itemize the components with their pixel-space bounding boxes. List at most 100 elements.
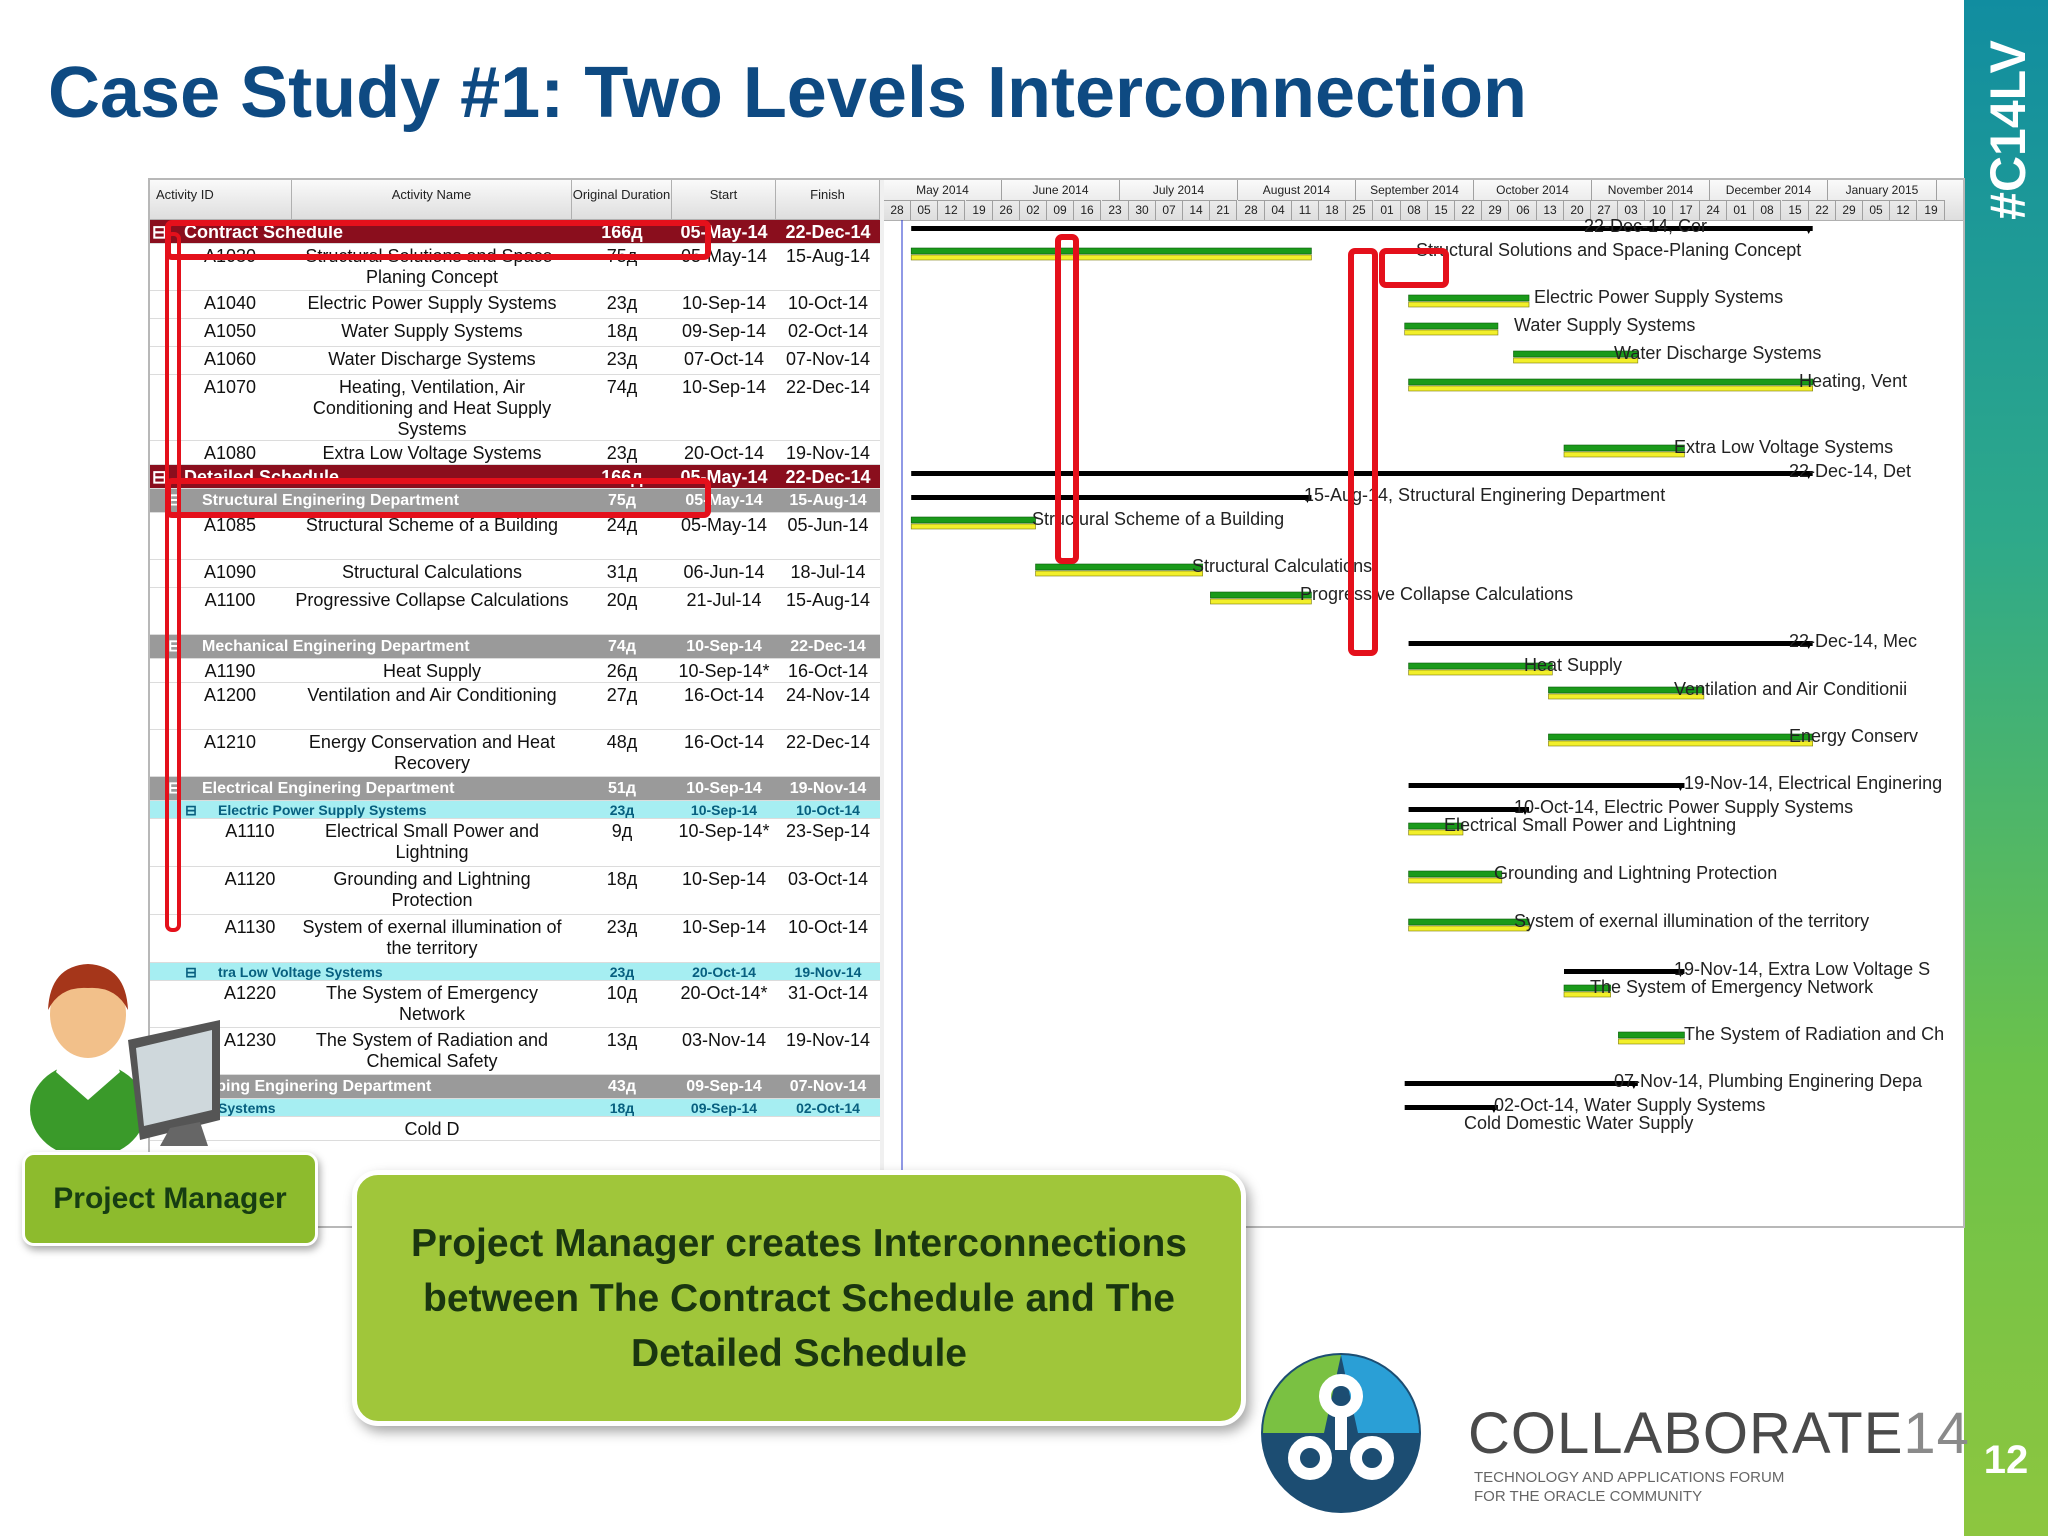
activity-finish: 07-Nov-14 [789, 1078, 867, 1095]
activity-row[interactable]: Cold D [150, 1117, 880, 1141]
activity-duration: 18д [606, 869, 638, 889]
activity-finish: 15-Aug-14 [789, 492, 867, 509]
activity-name: Mechanical Enginering Department [202, 638, 470, 655]
activity-id: A1070 [203, 377, 257, 397]
activity-duration: 13д [606, 1030, 638, 1050]
timescale-week: 14 [1183, 200, 1210, 220]
activity-duration: 23д [609, 964, 635, 980]
activity-bar [1513, 357, 1639, 364]
activity-start: 20-Oct-14 [683, 443, 765, 463]
collapse-toggle-icon[interactable]: ⊟ [185, 802, 197, 818]
schedule-screenshot: Activity ID Activity Name Original Durat… [148, 178, 1965, 1228]
activity-start: 06-Jun-14 [683, 562, 765, 582]
activity-id: A1230 [223, 1030, 277, 1050]
timescale-month: January 2015 [1828, 180, 1937, 200]
baseline-bar [1210, 591, 1312, 599]
activity-name: Extra Low Voltage Systems [322, 443, 542, 463]
page-number: 12 [1983, 1438, 2029, 1482]
timescale-week: 01 [1727, 200, 1754, 220]
col-activity-name[interactable]: Activity Name [292, 180, 572, 220]
activity-finish: 02-Oct-14 [787, 321, 869, 341]
activity-bar [1408, 877, 1503, 884]
brand-sidebar [1964, 0, 2048, 1536]
activity-id: A1130 [224, 917, 276, 937]
activity-bar [1563, 451, 1685, 458]
timescale-week: 03 [1618, 200, 1645, 220]
activity-name: The System of Emergency Network [325, 983, 539, 1024]
gantt-bar-label: Electric Power Supply Systems [1534, 287, 1784, 307]
timescale-month: May 2014 [884, 180, 1002, 200]
gantt-bar-label: Structural Solutions and Space-Planing C… [1416, 240, 1802, 260]
col-activity-id[interactable]: Activity ID [150, 180, 292, 220]
timescale-week: 28 [1238, 200, 1265, 220]
summary-bar [911, 226, 1813, 231]
timescale-week: 15 [1782, 200, 1809, 220]
timescale-week: 28 [884, 200, 911, 220]
activity-start: 10-Sep-14 [681, 869, 767, 889]
timescale-week: 15 [1428, 200, 1455, 220]
summary-bar-end [1489, 1105, 1498, 1113]
gantt-bar-label: Heating, Vent [1799, 371, 1908, 391]
col-finish[interactable]: Finish [776, 180, 880, 220]
baseline-bar [1548, 686, 1705, 694]
activity-name: Energy Conservation and Heat Recovery [308, 732, 556, 773]
summary-bar [1408, 807, 1530, 812]
timescale-week: 17 [1673, 200, 1700, 220]
activity-finish: 15-Aug-14 [785, 590, 871, 610]
summary-bar [1404, 1105, 1498, 1110]
collapse-toggle-icon[interactable]: ⊟ [152, 467, 166, 487]
activity-bar [1563, 991, 1611, 998]
collapse-toggle-icon[interactable]: ⊟ [152, 222, 166, 242]
activity-name: Electrical Small Power and Lightning [324, 821, 540, 862]
activity-finish: 16-Oct-14 [787, 661, 869, 681]
slide-title: Case Study #1: Two Levels Interconnectio… [48, 53, 1528, 133]
baseline-bar [1548, 733, 1813, 741]
timescale-week: 05 [911, 200, 938, 220]
activity-finish: 31-Oct-14 [787, 983, 869, 1003]
activity-name: tra Low Voltage Systems [218, 964, 383, 980]
baseline-bar [1618, 1031, 1685, 1039]
activity-duration: 74д [608, 638, 636, 655]
gantt-bar-label: Heat Supply [1524, 655, 1623, 675]
col-start[interactable]: Start [672, 180, 776, 220]
activity-duration: 18д [609, 1100, 635, 1116]
timescale-week: 09 [1047, 200, 1074, 220]
activity-finish: 22-Dec-14 [785, 732, 871, 752]
activity-bar [1408, 301, 1530, 308]
collapse-toggle-icon[interactable]: ⊟ [185, 964, 197, 980]
gantt-bars [901, 220, 1813, 1226]
activity-duration: 18д [606, 321, 638, 341]
activity-duration: 9д [611, 821, 633, 841]
baseline-bar [1404, 322, 1499, 330]
activity-duration: 23д [609, 802, 635, 818]
activity-finish: 22-Dec-14 [785, 377, 871, 397]
summary-bar-end [1303, 495, 1312, 503]
timescale-week: 10 [1646, 200, 1673, 220]
timescale-week: 27 [1591, 200, 1618, 220]
gantt-bar-label: Structural Scheme of a Building [1032, 509, 1285, 529]
col-original-duration[interactable]: Original Duration [572, 180, 672, 220]
